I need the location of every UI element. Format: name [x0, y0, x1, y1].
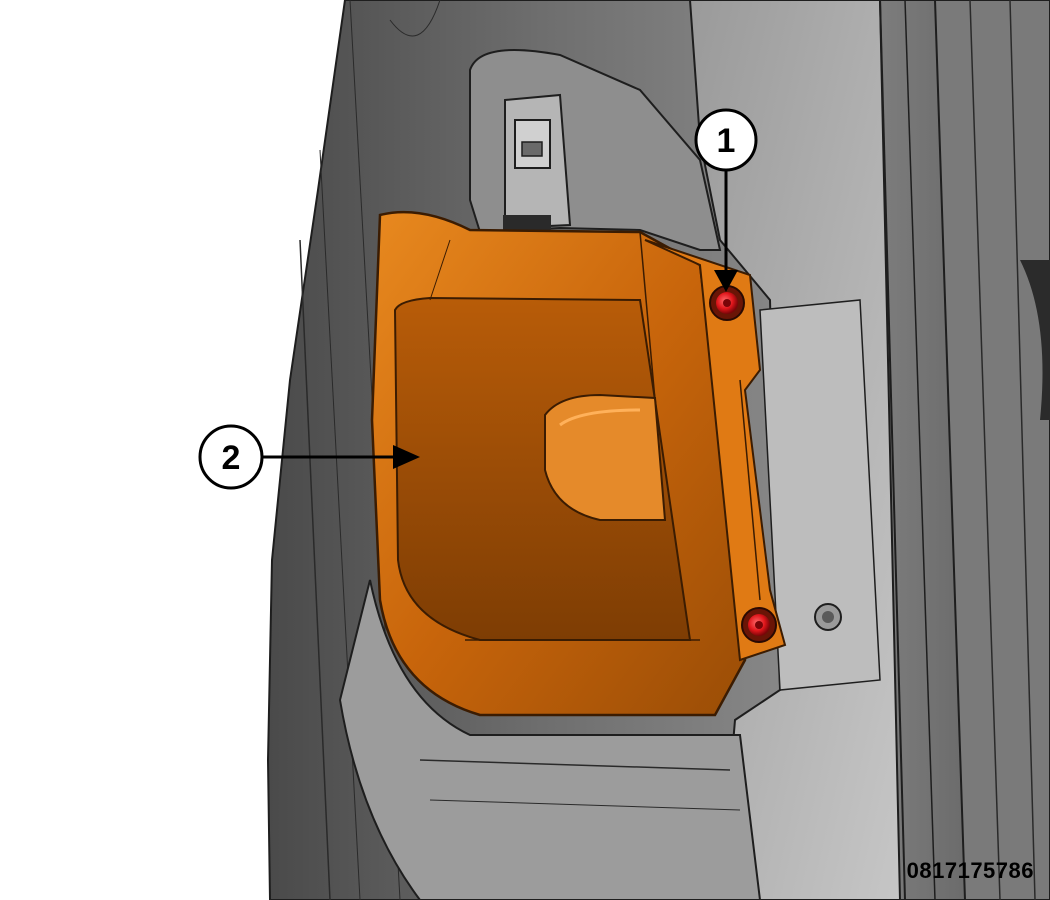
- callout-1-label: 1: [717, 122, 736, 160]
- callout-2: 2: [198, 424, 420, 490]
- jamb-panel: [688, 0, 936, 900]
- door-edge: [933, 0, 1050, 900]
- lamp-cavity: [469, 49, 722, 251]
- callout-1: 1: [694, 108, 758, 292]
- lower-body-contour: [338, 579, 762, 900]
- callout-2-label: 2: [222, 439, 241, 477]
- tail-lamp: [370, 210, 787, 717]
- fastener-lower: [741, 607, 777, 643]
- figure-id: 0817175786: [906, 858, 1034, 883]
- fastener-upper: [709, 285, 745, 321]
